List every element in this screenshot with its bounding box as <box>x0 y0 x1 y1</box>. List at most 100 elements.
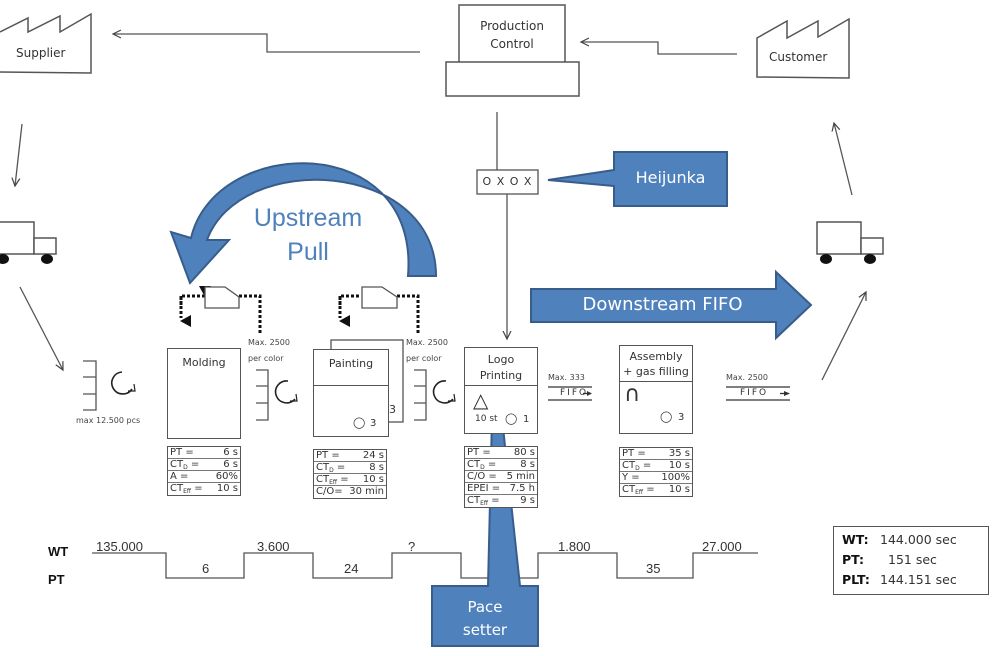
data-subscript: Eff <box>183 488 192 495</box>
data-cell: 6 s <box>223 447 238 458</box>
data-cell: 100% <box>661 472 690 483</box>
process-assembly-title-line2: + gas filling <box>623 365 689 378</box>
heijunka-box-label: O X O X <box>482 175 533 188</box>
data-cell: CTD = <box>622 460 651 472</box>
molding-kanban-loop <box>179 286 262 335</box>
process-logo-printing-title-line2: Printing <box>479 369 523 382</box>
production-control-label-line1: Production <box>480 19 544 33</box>
supplier-factory-icon <box>0 12 92 74</box>
data-cell: = <box>191 483 203 494</box>
logo-operator-icon: ◯ <box>505 412 518 425</box>
data-row: CTEff =10 s <box>314 474 386 486</box>
raw-supermarket-icon <box>83 360 97 411</box>
data-row: CTD =6 s <box>168 459 240 471</box>
data-row: CTD =10 s <box>620 460 692 472</box>
data-cell: CT <box>467 495 481 506</box>
data-subscript: D <box>480 464 485 471</box>
timeline-wt-value: 1.800 <box>558 539 591 554</box>
process-divider <box>465 385 537 386</box>
fifo-lane-2 <box>726 386 790 401</box>
summary-label: PLT: <box>842 572 870 587</box>
production-control-box <box>458 4 566 64</box>
data-row: PT =6 s <box>168 447 240 459</box>
assembly-operator-icon: ◯ <box>660 410 673 423</box>
summary-value: 144.000 sec <box>880 532 957 547</box>
timeline-wt-value: 3.600 <box>257 539 290 554</box>
process-molding[interactable]: Molding <box>167 348 241 439</box>
data-cell: 7.5 h <box>509 483 535 494</box>
summary-label: PT: <box>842 552 865 567</box>
molding-pull-circle-icon <box>274 380 298 404</box>
flow-arrow-supplier-to-truck <box>15 123 23 186</box>
painting-kanban-post-icon <box>361 286 398 309</box>
data-cell: = <box>488 495 500 506</box>
process-assembly[interactable]: Assembly + gas filling ∩ ◯ 3 <box>619 345 693 434</box>
data-row: C/O=30 min <box>314 486 386 498</box>
painting-supermarket-icon <box>414 369 427 421</box>
heijunka-callout-shape <box>547 151 728 207</box>
data-cell: EPEI = <box>467 483 501 494</box>
customer-truck-icon <box>816 221 884 264</box>
process-logo-printing[interactable]: Logo Printing △ 10 st ◯ 1 <box>464 347 538 434</box>
data-subscript: Eff <box>480 500 489 507</box>
molding-data-box: PT =6 s CTD =6 s A =60% CTEff =10 s <box>167 446 241 496</box>
data-cell: CT <box>170 483 184 494</box>
data-cell: 80 s <box>513 447 535 458</box>
assembly-operator-count: 3 <box>678 412 685 423</box>
flow-arrow-truck-to-raw-stock <box>19 286 63 370</box>
summary-value: 144.151 sec <box>880 572 957 587</box>
data-row: PT =35 s <box>620 448 692 460</box>
data-cell: = <box>484 459 497 470</box>
data-cell: CTD = <box>170 459 199 471</box>
data-cell: CT <box>622 484 636 495</box>
process-divider <box>314 385 388 386</box>
data-cell: CT <box>467 459 481 470</box>
data-cell: 30 min <box>349 486 384 497</box>
process-painting[interactable]: Painting ◯ 3 <box>313 349 389 437</box>
molding-supermarket-color-label: per color <box>248 354 284 363</box>
data-cell: 60% <box>215 471 238 482</box>
data-cell: CT <box>622 460 636 471</box>
data-cell: PT = <box>316 450 340 461</box>
pacesetter-callout-shape <box>431 417 539 647</box>
data-row: Y =100% <box>620 472 692 484</box>
fifo1-label: FIFO <box>560 388 589 398</box>
data-cell: PT = <box>467 447 491 458</box>
upstream-pull-label-line1: Upstream <box>253 204 363 232</box>
data-cell: CTD = <box>467 459 497 471</box>
data-subscript: D <box>329 467 334 474</box>
data-cell: = <box>333 462 346 473</box>
timeline-pt-value: 35 <box>646 561 661 576</box>
painting-supermarket-color-label: per color <box>406 354 442 363</box>
timeline-wt-label: WT <box>48 544 69 559</box>
process-logo-printing-title-line1: Logo <box>487 353 515 366</box>
data-subscript: D <box>183 464 188 471</box>
upstream-pull-arrow <box>169 162 438 285</box>
data-cell: CT <box>170 459 184 470</box>
timeline-pt-value: 24 <box>344 561 359 576</box>
downstream-fifo-label: Downstream FIFO <box>582 294 743 315</box>
inventory-triangle-icon: △ <box>473 388 489 412</box>
process-assembly-title-line1: Assembly <box>629 350 683 363</box>
data-cell: 8 s <box>520 459 535 470</box>
info-arrow-customer-to-pc <box>581 42 737 55</box>
data-row: C/O =5 min <box>465 471 537 483</box>
molding-supermarket-icon <box>256 369 269 421</box>
data-cell: = <box>643 484 655 495</box>
data-cell: CTEff = <box>622 484 655 496</box>
data-row: PT = 24 s <box>314 450 386 462</box>
supplier-truck-icon <box>0 221 57 264</box>
summary-plt-row: PLT: 144.151 sec <box>842 570 980 590</box>
data-cell: 24 s <box>362 450 384 461</box>
data-cell: CTEff = <box>170 483 203 495</box>
flow-arrow-fifo-to-truck <box>821 292 866 381</box>
painting-parallel-count: 3 <box>389 403 396 416</box>
fifo-lane-1 <box>548 386 592 401</box>
assembly-data-box: PT =35 s CTD =10 s Y =100% CTEff =10 s <box>619 447 693 497</box>
painting-kanban-loop <box>338 286 420 335</box>
data-row: CTEff =10 s <box>620 484 692 496</box>
painting-pull-circle-icon <box>432 380 456 404</box>
flow-arrow-truck-to-customer <box>834 123 853 196</box>
data-cell: 35 s <box>668 448 690 459</box>
pacesetter-label-line2: setter <box>462 621 508 639</box>
